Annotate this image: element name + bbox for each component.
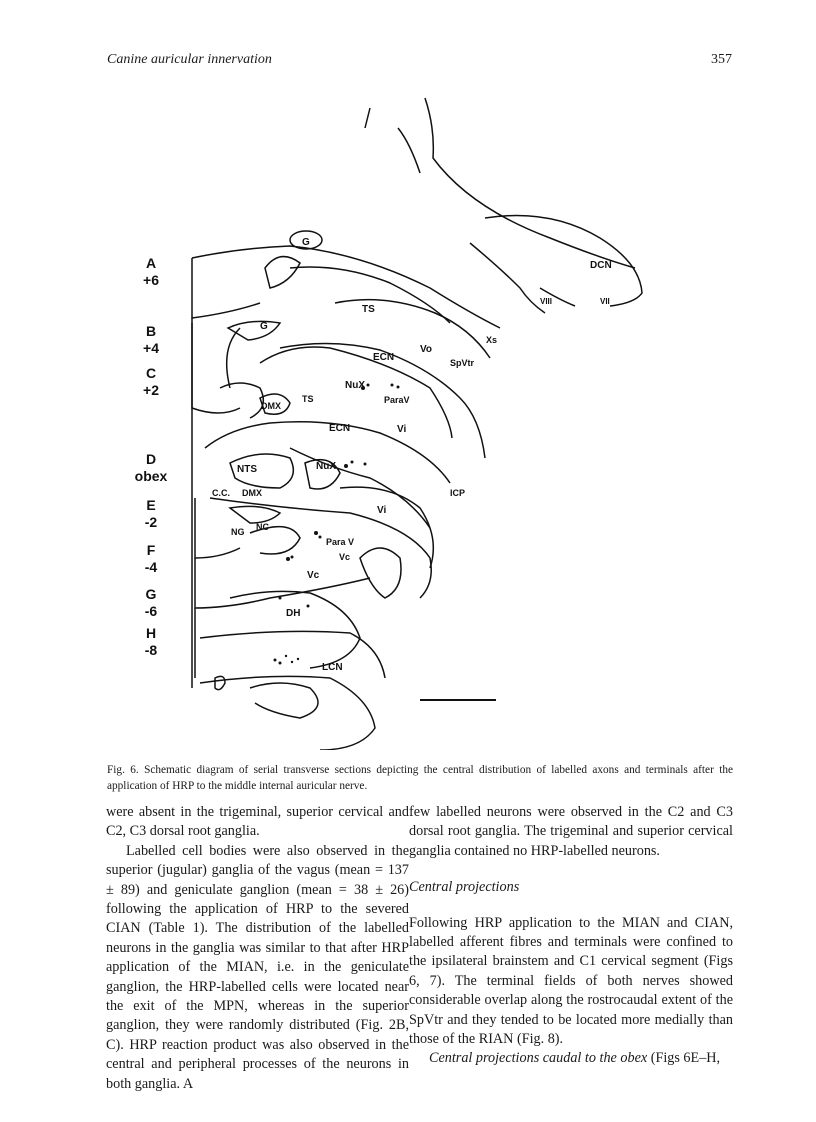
label-dcn: DCN — [590, 260, 612, 271]
level-value-G: -6 — [145, 603, 158, 619]
label-ts-lower: TS — [302, 394, 314, 404]
label-viii: VIII — [540, 297, 552, 306]
paragraph-text: (Figs 6E–H, — [647, 1050, 721, 1067]
label-vi-upper: Vi — [397, 424, 406, 435]
label-nc: NC — [256, 522, 269, 532]
label-dmx-lower: DMX — [242, 488, 262, 498]
paragraph: were absent in the trigeminal, superior … — [106, 804, 409, 840]
level-label-C: C — [146, 365, 156, 381]
paragraph: Central projections caudal to the obex (… — [409, 1049, 733, 1068]
label-vo: Vo — [420, 344, 432, 355]
label-g-upper: G — [302, 237, 310, 248]
body-column-right: few labelled neurons were observed in th… — [409, 803, 733, 1069]
label-ecn-upper: ECN — [373, 352, 394, 363]
label-g-lower: G — [260, 321, 268, 332]
label-lcn: LCN — [322, 662, 343, 673]
paragraph: Labelled cell bodies were also observed … — [106, 842, 409, 1092]
level-label-D: D — [146, 451, 156, 467]
level-value-F: -4 — [145, 559, 158, 575]
section-heading: Central projections — [409, 879, 520, 896]
level-value-C: +2 — [143, 382, 159, 398]
page-number: 357 — [711, 52, 732, 67]
label-ts-upper: TS — [362, 304, 375, 315]
running-title: Canine auricular innervation — [107, 52, 272, 67]
label-parav-lower: Para V — [326, 537, 354, 547]
brainstem-section-diagram: A +6 B +4 C +2 D obex E -2 F -4 G -6 H -… — [135, 97, 643, 750]
level-value-E: -2 — [145, 514, 158, 530]
level-value-H: -8 — [145, 642, 158, 658]
level-label-G: G — [146, 586, 157, 602]
label-vii: VII — [600, 297, 610, 306]
label-parav-upper: ParaV — [384, 395, 410, 405]
level-label-E: E — [146, 497, 155, 513]
label-icp: ICP — [450, 488, 465, 498]
running-head: Canine auricular innervation 357 — [107, 52, 732, 74]
label-ecn-lower: ECN — [329, 423, 350, 434]
label-xs: Xs — [486, 335, 497, 345]
label-nts: NTS — [237, 464, 257, 475]
label-nux-upper: NuX — [345, 380, 365, 391]
level-value-B: +4 — [143, 340, 159, 356]
level-value-D: obex — [135, 468, 168, 484]
body-column-left: were absent in the trigeminal, superior … — [106, 803, 409, 1094]
label-dh: DH — [286, 608, 300, 619]
label-cc: C.C. — [212, 488, 230, 498]
level-value-A: +6 — [143, 272, 159, 288]
level-label-H: H — [146, 625, 156, 641]
figure-caption: Fig. 6. Schematic diagram of serial tran… — [107, 764, 733, 792]
subsection-heading: Central projections caudal to the obex — [429, 1050, 648, 1067]
paragraph: Following HRP application to the MIAN an… — [409, 914, 733, 1048]
label-vc-lower: Vc — [307, 570, 320, 581]
level-label-B: B — [146, 323, 156, 339]
label-dmx-upper: DMX — [261, 401, 281, 411]
label-spvtr: SpVtr — [450, 358, 475, 368]
label-ng: NG — [231, 527, 245, 537]
figure-6: A +6 B +4 C +2 D obex E -2 F -4 G -6 H -… — [130, 88, 690, 750]
paragraph: few labelled neurons were observed in th… — [409, 804, 733, 859]
level-label-F: F — [147, 542, 156, 558]
label-vc-upper: Vc — [339, 552, 350, 562]
label-vi-lower: Vi — [377, 505, 386, 516]
level-label-A: A — [146, 255, 156, 271]
label-nux-lower: NuX — [316, 461, 336, 472]
